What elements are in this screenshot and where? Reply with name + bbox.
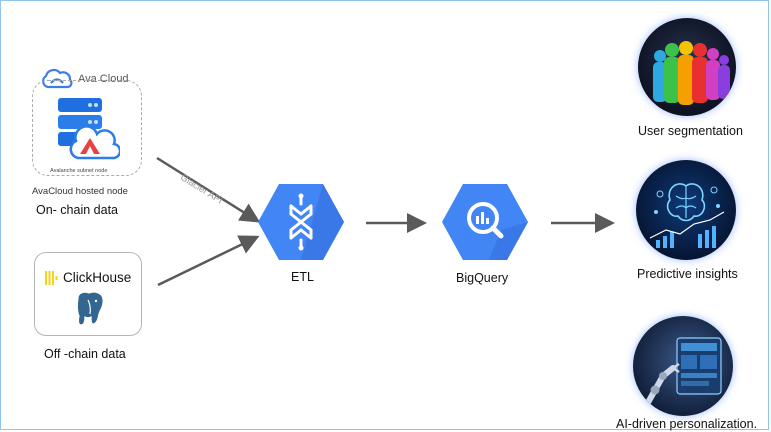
output-label-predictive-insights: Predictive insights xyxy=(637,267,738,281)
output-label-ai-personalization: AI-driven personalization. xyxy=(616,417,758,431)
ai-personalization-image xyxy=(633,316,733,416)
avacloud-node-box xyxy=(32,80,142,176)
ava-cloud-icon xyxy=(42,68,73,89)
server-stack-icon xyxy=(58,98,120,160)
bigquery-icon xyxy=(442,184,528,260)
offchain-data-label: Off -chain data xyxy=(44,347,126,361)
clickhouse-brand: ClickHouse xyxy=(63,270,132,285)
hosted-node-caption: AvaCloud hosted node xyxy=(32,186,128,197)
offchain-to-etl-arrow xyxy=(157,235,260,287)
people-silhouettes-icon xyxy=(653,41,730,105)
offchain-sources-box xyxy=(34,252,142,336)
predictive-insights-image xyxy=(636,160,736,260)
etl-label: ETL xyxy=(291,270,314,284)
ava-cloud-brand: Ava Cloud xyxy=(78,73,129,85)
postgresql-elephant-icon xyxy=(76,291,104,326)
ai-brain-icon xyxy=(649,183,725,248)
robot-arm-dashboard-icon xyxy=(642,337,722,411)
ava-cloud-logo: Ava Cloud xyxy=(40,68,150,90)
user-segmentation-image xyxy=(638,18,736,116)
bigquery-label: BigQuery xyxy=(456,271,509,285)
etl-dataflow-icon xyxy=(258,184,344,260)
output-label-user-segmentation: User segmentation xyxy=(638,124,743,138)
onchain-to-etl-arrow xyxy=(156,156,261,223)
clickhouse-icon xyxy=(45,271,58,285)
subnet-node-caption: Avalanche subnet node xyxy=(50,168,108,174)
onchain-data-label: On- chain data xyxy=(36,203,118,217)
